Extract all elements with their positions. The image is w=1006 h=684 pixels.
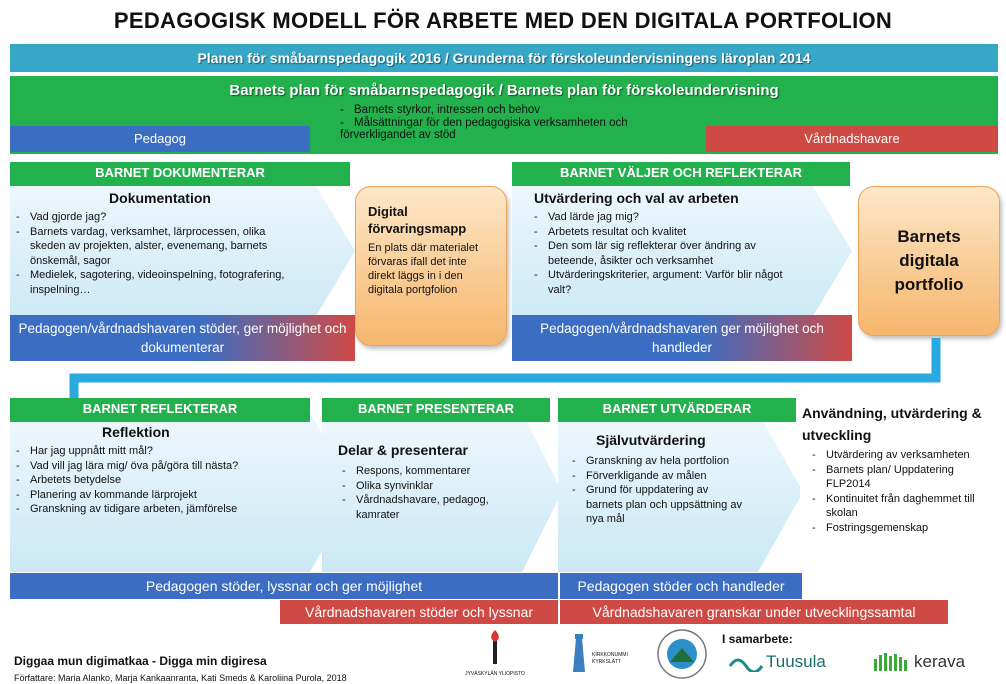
lighthouse-icon — [573, 634, 585, 672]
wave-icon — [728, 658, 764, 672]
jyu-logo: JYVÄSKYLÄN YLIOPISTO — [455, 630, 535, 682]
kirkkonummi-logo: KIRKKONUMMI KYRKSLÄTT — [570, 630, 650, 682]
box-usage-heading: Användning, utvärdering & utveckling — [802, 405, 982, 443]
list-item: Kontinuitet från daghemmet till skolan — [808, 492, 994, 521]
box-selection: BARNET VÄLJER OCH REFLEKTERAR Utvärderin… — [512, 162, 852, 362]
curriculum-band: Planen för småbarnspedagogik 2016 / Grun… — [10, 44, 998, 72]
box-documentation-footer: Pedagogen/vårdnadshavaren stöder, ger mö… — [10, 315, 355, 361]
box-self-evaluation-heading: Självutvärdering — [596, 432, 706, 448]
list-item: Granskning av hela portfolion — [568, 454, 748, 469]
vardnadshavare-bar: Vårdnadshavare — [706, 126, 998, 152]
footer-title: Diggaa mun digimatkaa - Digga min digire… — [14, 654, 267, 668]
list-item: Medielek, sagotering, videoinspelning, f… — [12, 268, 302, 297]
list-item: Utvärderingskriterier, argument: Varför … — [530, 268, 802, 297]
guardian-support-bar: Vårdnadshavaren stöder och lyssnar — [280, 600, 558, 624]
torch-icon — [491, 630, 499, 664]
digital-storage-box: Digital förvaringsmapp En plats där mate… — [355, 186, 507, 346]
box-reflection-tab: BARNET REFLEKTERAR — [10, 398, 310, 422]
box-selection-tab: BARNET VÄLJER OCH REFLEKTERAR — [512, 162, 850, 186]
box-documentation: BARNET DOKUMENTERAR Dokumentation Vad gj… — [10, 162, 355, 362]
box-reflection: BARNET REFLEKTERAR Reflektion Har jag up… — [10, 398, 355, 573]
portfolio-box: Barnets digitala portfolio — [858, 186, 1000, 336]
box-usage: Användning, utvärdering & utveckling Utv… — [800, 398, 1000, 598]
tuusula-logo: Tuusula — [728, 650, 826, 674]
list-item: -Målsättningar för den pedagogiska verks… — [340, 117, 628, 141]
page-title: PEDAGOGISK MODELL FÖR ARBETE MED DEN DIG… — [113, 8, 893, 33]
box-reflection-heading: Reflektion — [102, 424, 170, 440]
list-item: Vårdnadshavare, pedagog, kamrater — [338, 493, 518, 522]
list-item: Respons, kommentarer — [338, 464, 518, 479]
child-plan-title: Barnets plan för småbarnspedagogik / Bar… — [229, 82, 779, 99]
kerava-logo: kerava — [872, 650, 965, 674]
digital-storage-title: Digital förvaringsmapp — [368, 204, 467, 236]
box-self-evaluation-tab: BARNET UTVÄRDERAR — [558, 398, 796, 422]
list-item: Arbetets resultat och kvalitet — [530, 225, 802, 240]
list-item: Har jag uppnått mitt mål? — [12, 444, 282, 459]
box-selection-footer: Pedagogen/vårdnadshavaren ger möjlighet … — [512, 315, 852, 361]
box-self-evaluation: BARNET UTVÄRDERAR Självutvärdering Grans… — [558, 398, 803, 573]
list-item: Förverkligande av målen — [568, 469, 748, 484]
box-selection-heading: Utvärdering och val av arbeten — [534, 190, 739, 206]
list-item: -Barnets styrkor, intressen och behov — [340, 104, 541, 116]
list-item: Grund för uppdatering av barnets plan oc… — [568, 483, 748, 527]
child-plan-list: -Barnets styrkor, intressen och behov -M… — [340, 104, 670, 142]
samarbete-label: I samarbete: — [722, 632, 793, 646]
list-item: Utvärdering av verksamheten — [808, 448, 994, 463]
box-documentation-tab: BARNET DOKUMENTERAR — [10, 162, 350, 186]
list-item: Olika synvinklar — [338, 479, 518, 494]
digital-storage-text: En plats där materialet förvaras ifall d… — [368, 242, 479, 296]
footer-authors: Författare: Maria Alanko, Marja Kankaanr… — [14, 673, 347, 683]
list-item: Planering av kommande lärprojekt — [12, 488, 282, 503]
box-presentation-heading: Delar & presenterar — [338, 442, 468, 458]
list-item: Den som lär sig reflekterar över ändring… — [530, 239, 802, 268]
box-presentation-tab: BARNET PRESENTERAR — [322, 398, 550, 422]
kerava-grass-icon — [874, 653, 907, 671]
list-item: Vad vill jag lära mig/ öva på/göra till … — [12, 459, 282, 474]
pedagog-bar: Pedagog — [10, 126, 310, 152]
box-presentation: BARNET PRESENTERAR Delar & presenterar R… — [322, 398, 562, 573]
list-item: Vad lärde jag mig? — [530, 210, 802, 225]
list-item: Barnets plan/ Uppdatering FLP2014 — [808, 463, 994, 492]
list-item: Fostringsgemenskap — [808, 521, 994, 536]
list-item: Vad gjorde jag? — [12, 210, 302, 225]
university-seal-icon — [657, 629, 707, 679]
guardian-review-bar: Vårdnadshavaren granskar under utvecklin… — [560, 600, 948, 624]
pedagog-guide-bar: Pedagogen stöder och handleder — [560, 573, 802, 599]
list-item: Granskning av tidigare arbeten, jämförel… — [12, 502, 282, 517]
pedagog-support-bar: Pedagogen stöder, lyssnar och ger möjlig… — [10, 573, 558, 599]
list-item: Barnets vardag, verksamhet, lärprocessen… — [12, 225, 302, 269]
list-item: Arbetets betydelse — [12, 473, 282, 488]
box-documentation-heading: Dokumentation — [109, 190, 211, 206]
